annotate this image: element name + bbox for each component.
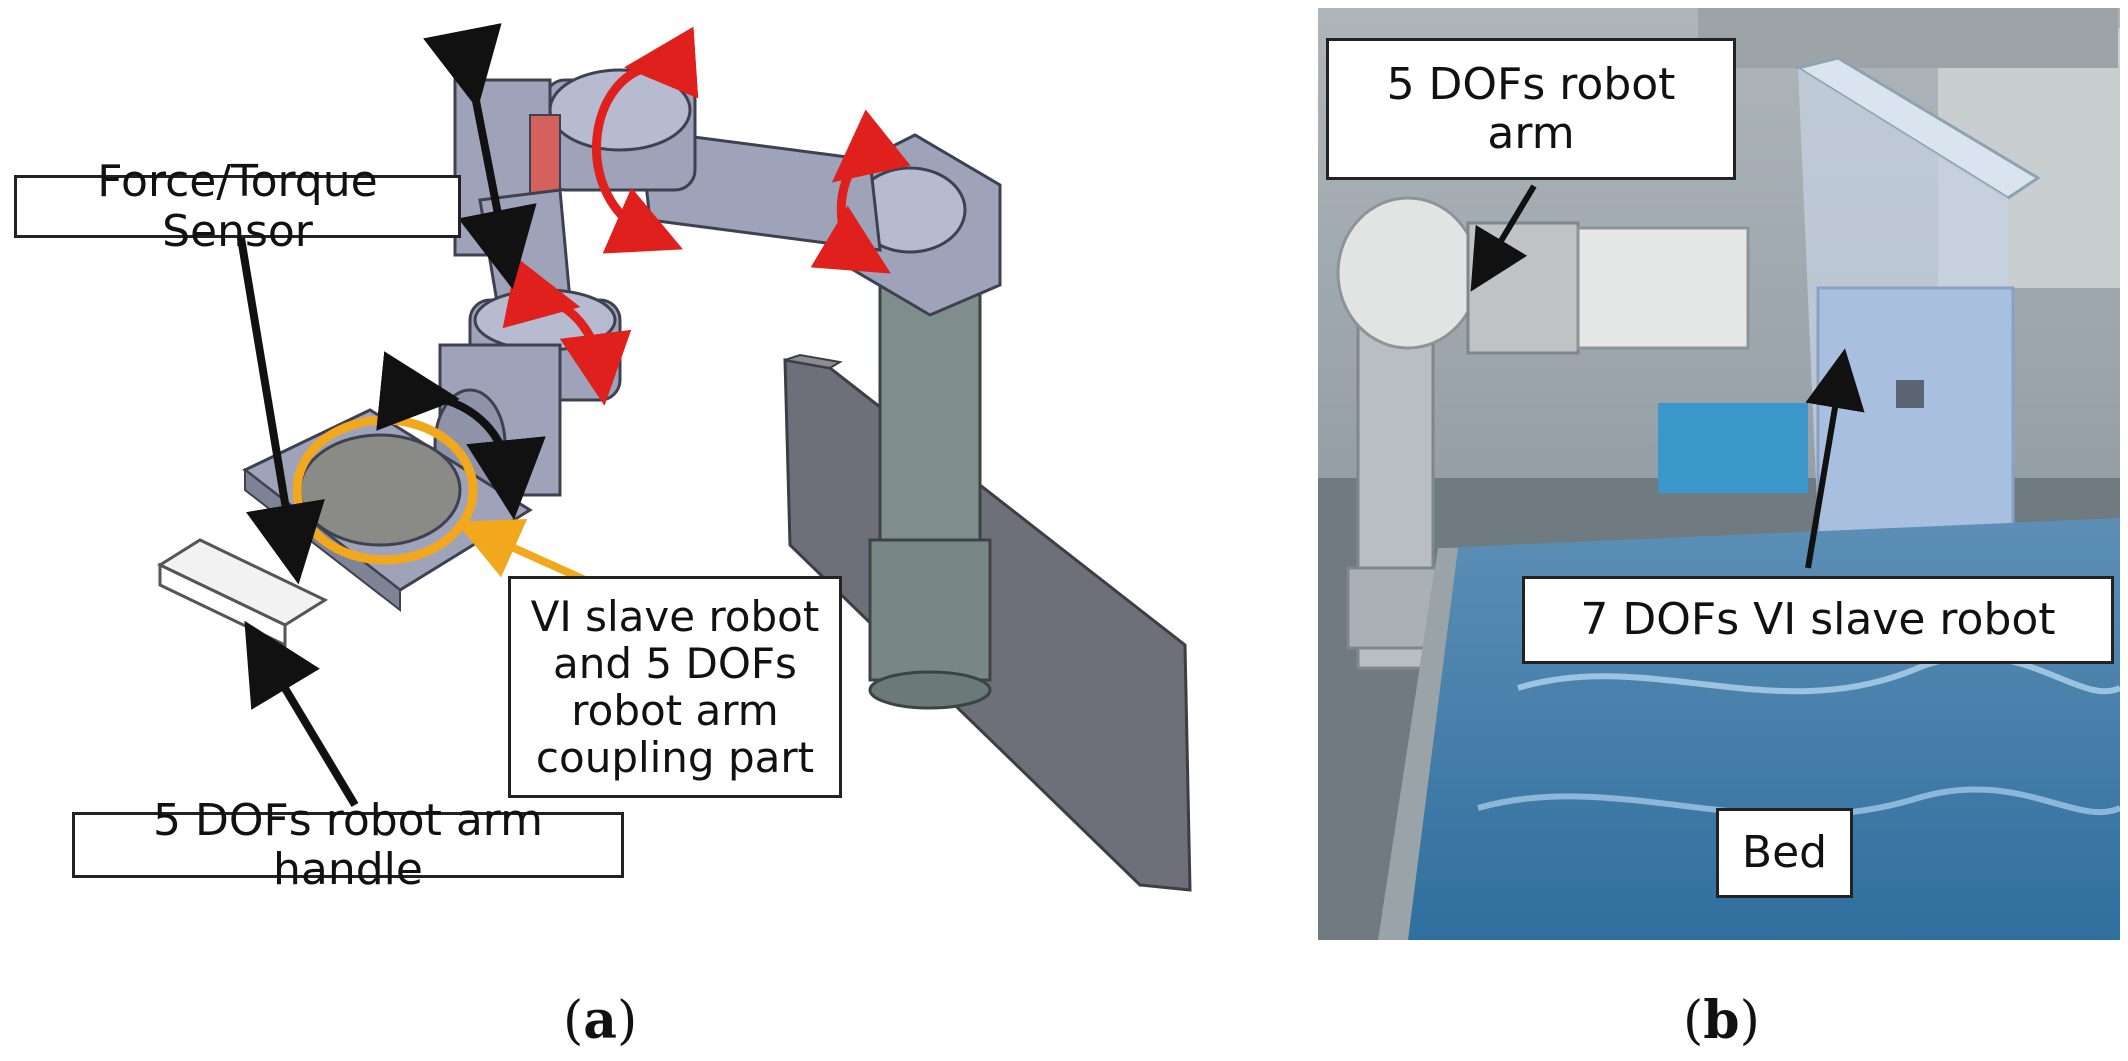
- robot-arm-handle: [156, 538, 329, 648]
- panel-a-cad-drawing: Force/Torque Sensor VI slave robot and 5…: [14, 23, 1192, 894]
- robot-arm-pointer-line: [1470, 184, 1537, 292]
- robot-column: [868, 263, 992, 710]
- lab-photo-scene: [1318, 8, 2120, 940]
- blue-tray: [1658, 403, 1808, 493]
- handle-pointer-line: [244, 620, 359, 808]
- coupling-pointer-line: [455, 518, 587, 584]
- sensor-pointer-line: [236, 231, 325, 585]
- panel-b-photo: 5 DOFs robot arm 7 DOFs VI slave robot B…: [1318, 8, 2120, 940]
- label-five-dof-robot-arm: 5 DOFs robot arm: [1326, 38, 1736, 180]
- rotation-arrows: [502, 26, 911, 406]
- caption-b: (b): [1683, 990, 1760, 1051]
- label-force-torque-sensor: Force/Torque Sensor: [14, 157, 461, 256]
- label-robot-arm-handle: 5 DOFs robot arm handle: [72, 796, 624, 894]
- cad-robot-drawing: [156, 23, 1192, 892]
- caption-a: (a): [563, 990, 638, 1051]
- label-coupling-part: VI slave robot and 5 DOFs robot arm coup…: [508, 576, 842, 798]
- label-bed: Bed: [1716, 808, 1853, 898]
- label-seven-dof-vi-slave-robot: 7 DOFs VI slave robot: [1522, 576, 2114, 664]
- vi-slave-pointer-line: [1805, 348, 1865, 569]
- black-motion-arrows: [376, 23, 546, 520]
